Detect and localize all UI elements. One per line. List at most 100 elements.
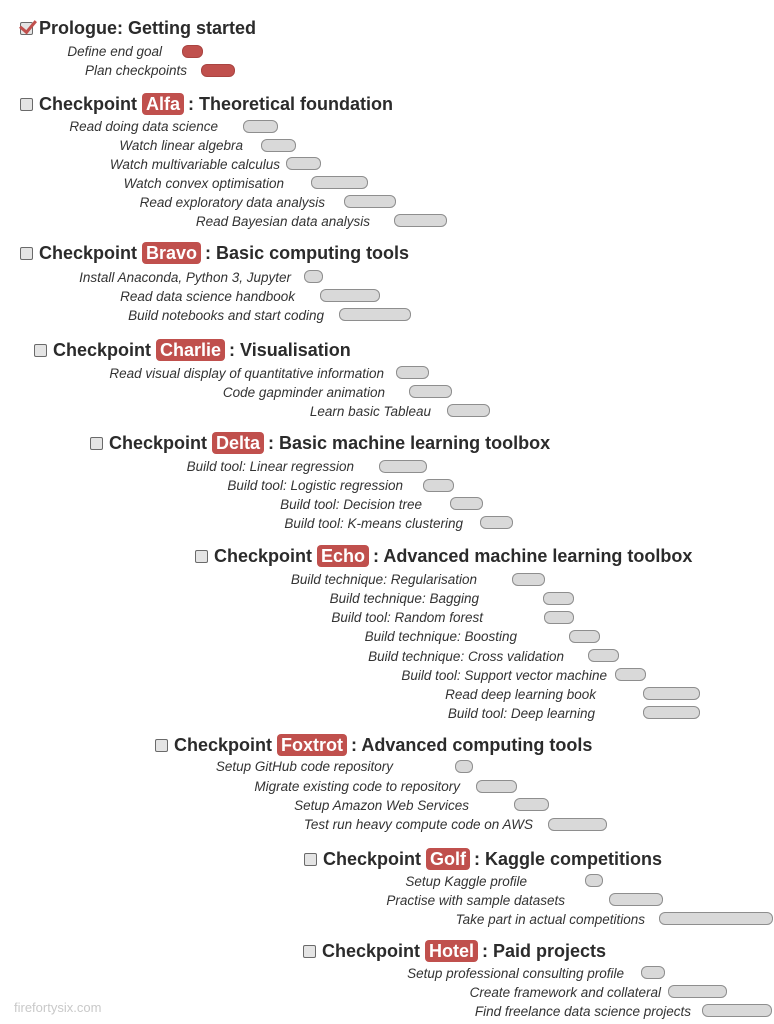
checkpoint-title: : Advanced machine learning toolbox	[373, 545, 693, 566]
gantt-bar-pending	[643, 706, 700, 719]
task-label: Watch linear algebra	[119, 138, 243, 153]
gantt-bar-pending	[476, 780, 517, 793]
checkpoint-prefix: Checkpoint	[322, 940, 421, 961]
checkpoint-header-delta: Checkpoint Delta : Basic machine learnin…	[90, 431, 550, 455]
gantt-bar-pending	[311, 176, 368, 189]
checkpoint-title: : Theoretical foundation	[188, 93, 394, 114]
task-label: Watch convex optimisation	[123, 176, 284, 191]
gantt-bar-pending	[450, 497, 483, 510]
task-label: Build tool: Decision tree	[280, 497, 422, 512]
gantt-bar-pending	[514, 798, 549, 811]
task-label: Read data science handbook	[120, 289, 295, 304]
prologue-header: Prologue: Getting started	[20, 16, 256, 40]
checkpoint-prefix: Checkpoint	[39, 242, 138, 263]
checkpoint-header-golf: Checkpoint Golf : Kaggle competitions	[304, 847, 662, 871]
task-label: Setup professional consulting profile	[407, 966, 624, 981]
checkpoint-code-badge: Hotel	[425, 940, 479, 962]
task-label: Practise with sample datasets	[386, 893, 565, 908]
task-label: Watch multivariable calculus	[109, 157, 280, 172]
gantt-bar-pending	[396, 366, 429, 379]
gantt-bar-pending	[702, 1004, 772, 1017]
gantt-bar-pending	[455, 760, 473, 773]
task-label: Test run heavy compute code on AWS	[303, 817, 533, 832]
task-label: Build tool: Support vector machine	[401, 668, 607, 683]
task-label: Build tool: Linear regression	[186, 459, 354, 474]
gantt-bar-pending	[548, 818, 607, 831]
gantt-bar-pending	[643, 687, 700, 700]
gantt-bar-pending	[320, 289, 380, 302]
prologue-title: Prologue: Getting started	[39, 17, 257, 38]
checkpoint-code-badge: Alfa	[142, 93, 185, 115]
checkpoint-title: : Visualisation	[229, 339, 351, 360]
checkpoint-title: : Basic machine learning toolbox	[268, 432, 551, 453]
task-label: Build technique: Regularisation	[290, 572, 477, 587]
checkbox-icon[interactable]	[304, 852, 317, 866]
checkpoint-header-bravo: Checkpoint Bravo : Basic computing tools	[20, 241, 409, 265]
checkpoint-prefix: Checkpoint	[323, 848, 422, 869]
task-label: Create framework and collateral	[469, 985, 661, 1000]
gantt-bar-pending	[585, 874, 603, 887]
gantt-bar-pending	[409, 385, 452, 398]
checkpoint-header-echo: Checkpoint Echo : Advanced machine learn…	[195, 544, 692, 568]
task-label: Setup GitHub code repository	[215, 759, 393, 774]
task-label: Build technique: Cross validation	[368, 649, 564, 664]
gantt-bar-pending	[641, 966, 665, 979]
checkbox-icon[interactable]	[20, 97, 33, 111]
task-label: Read Bayesian data analysis	[195, 214, 370, 229]
gantt-bar-pending	[609, 893, 663, 906]
gantt-bar-done	[182, 45, 203, 58]
gantt-bar-done	[201, 64, 235, 77]
task-label: Read visual display of quantitative info…	[109, 366, 384, 381]
checkpoint-code-badge: Golf	[426, 848, 471, 870]
gantt-bar-pending	[447, 404, 490, 417]
task-label: Read exploratory data analysis	[139, 195, 325, 210]
gantt-bar-pending	[615, 668, 646, 681]
checkpoint-header-hotel: Checkpoint Hotel : Paid projects	[303, 939, 606, 963]
task-label: Read doing data science	[69, 119, 218, 134]
checkpoint-prefix: Checkpoint	[109, 432, 208, 453]
task-label: Build tool: K-means clustering	[284, 516, 463, 531]
gantt-bar-pending	[394, 214, 447, 227]
task-label: Setup Amazon Web Services	[294, 798, 469, 813]
gantt-bar-pending	[569, 630, 600, 643]
checkpoint-title: : Kaggle competitions	[474, 848, 663, 869]
watermark: firefortysix.com	[14, 1000, 102, 1015]
checkbox-icon[interactable]	[303, 944, 316, 958]
gantt-bar-pending	[261, 139, 296, 152]
checkbox-icon[interactable]	[155, 738, 168, 752]
task-label: Build tool: Deep learning	[447, 706, 595, 721]
checkpoint-title: : Basic computing tools	[205, 242, 410, 263]
checkbox-icon[interactable]	[34, 343, 47, 357]
checkpoint-prefix: Checkpoint	[53, 339, 152, 360]
gantt-bar-pending	[480, 516, 513, 529]
checked-checkbox-icon[interactable]	[20, 21, 33, 35]
checkpoint-prefix: Checkpoint	[214, 545, 313, 566]
task-label: Find freelance data science projects	[474, 1004, 691, 1019]
checkpoint-header-alfa: Checkpoint Alfa : Theoretical foundation	[20, 92, 393, 116]
task-label: Plan checkpoints	[84, 63, 187, 78]
gantt-bar-pending	[379, 460, 427, 473]
gantt-bar-pending	[668, 985, 727, 998]
checkpoint-code-badge: Charlie	[156, 339, 226, 361]
task-label: Learn basic Tableau	[309, 404, 431, 419]
checkbox-icon[interactable]	[195, 549, 208, 563]
checkpoint-header-charlie: Checkpoint Charlie : Visualisation	[34, 338, 351, 362]
gantt-bar-pending	[339, 308, 411, 321]
task-label: Read deep learning book	[445, 687, 596, 702]
checkpoint-header-foxtrot: Checkpoint Foxtrot : Advanced computing …	[155, 733, 592, 757]
gantt-bar-pending	[423, 479, 454, 492]
checkpoint-code-badge: Echo	[317, 545, 370, 567]
gantt-bar-pending	[659, 912, 773, 925]
task-label: Build tool: Random forest	[331, 610, 483, 625]
checkbox-icon[interactable]	[90, 436, 103, 450]
gantt-bar-pending	[544, 611, 574, 624]
task-label: Code gapminder animation	[222, 385, 385, 400]
checkpoint-prefix: Checkpoint	[174, 734, 273, 755]
task-label: Define end goal	[67, 44, 162, 59]
checkpoint-code-badge: Bravo	[142, 242, 202, 264]
task-label: Build technique: Bagging	[329, 591, 479, 606]
checkbox-icon[interactable]	[20, 246, 33, 260]
checkpoint-code-badge: Foxtrot	[277, 734, 348, 756]
task-label: Install Anaconda, Python 3, Jupyter	[79, 270, 291, 285]
